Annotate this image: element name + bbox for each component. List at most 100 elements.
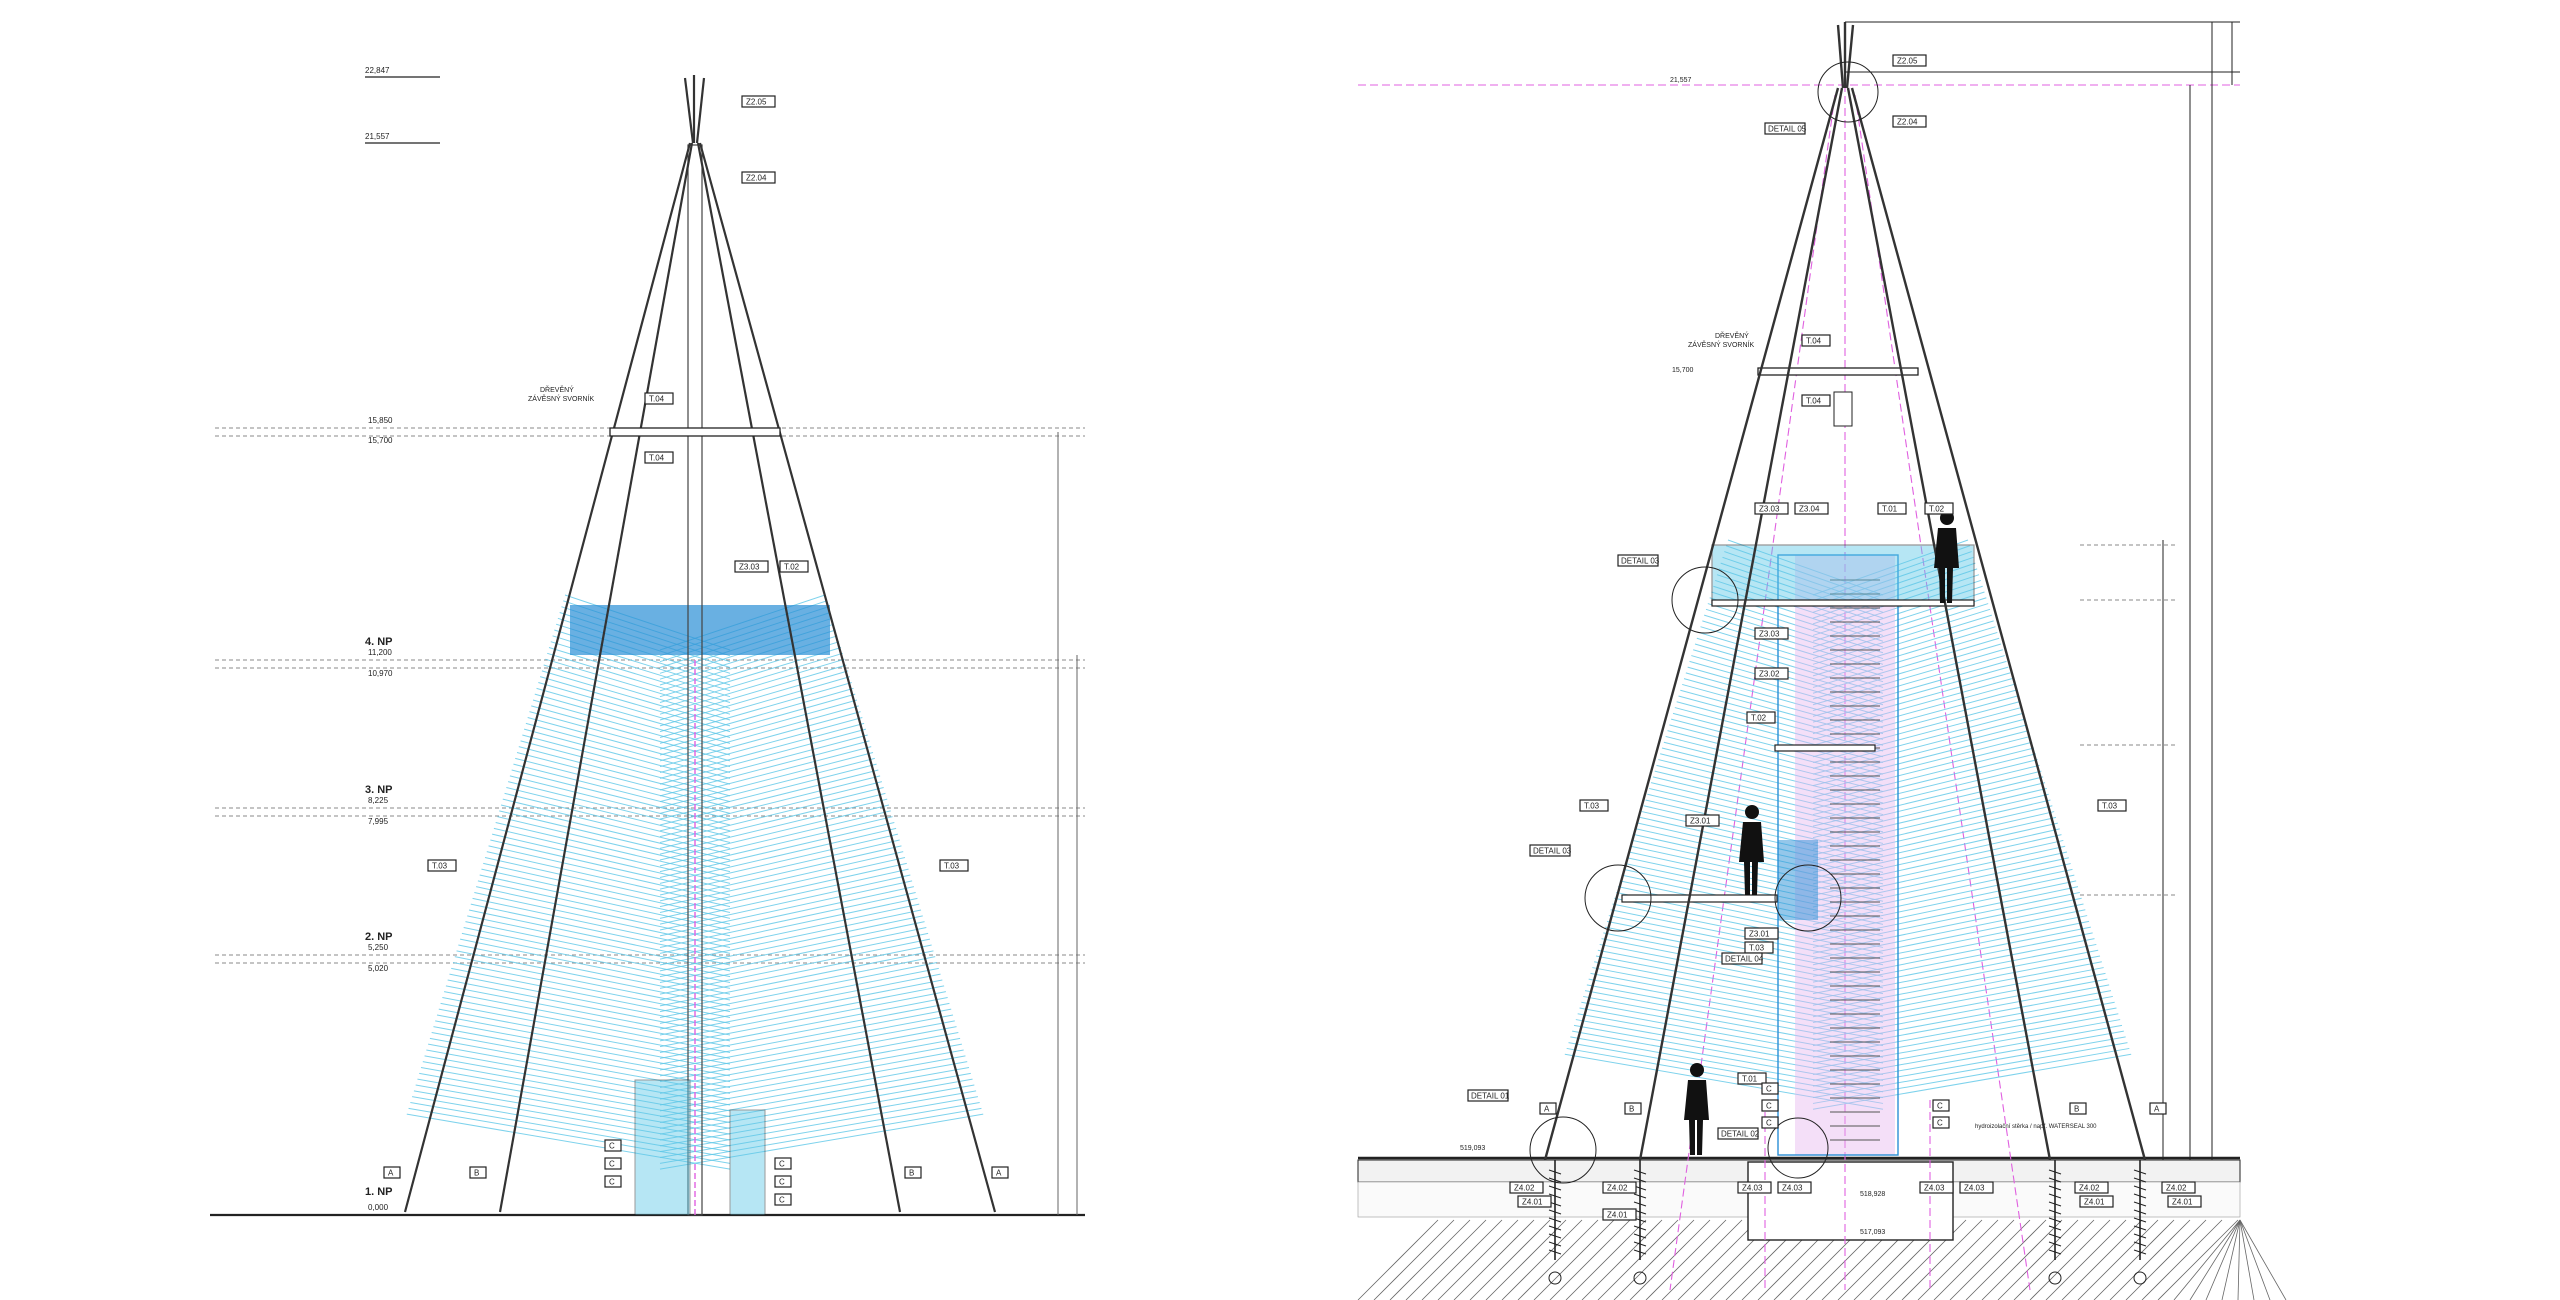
callout-tag: C [774,1193,792,1206]
callout-tag: Z4.01 [1517,1195,1552,1208]
callout-tag: Z4.01 [2167,1195,2202,1208]
level-elev: 5,020 [368,964,389,973]
callout-tag: Z4.02 [2074,1181,2109,1194]
callout-tag: B [469,1166,487,1179]
svg-text:Z4.01: Z4.01 [1522,1198,1543,1207]
hanging-clamp-beam [1757,367,1919,376]
svg-text:T.02: T.02 [1751,714,1767,723]
svg-text:Z4.02: Z4.02 [2166,1184,2187,1193]
level-name: 4. NP [365,636,393,648]
svg-text:T.03: T.03 [1584,802,1600,811]
clamp-note: ZÁVĚSNÝ SVORNÍK [528,394,594,403]
callout-tag: A [991,1166,1009,1179]
svg-text:B: B [474,1169,479,1178]
callout-tag: A [2149,1102,2167,1115]
callout-tag: Z2.04 [1892,115,1927,128]
svg-text:A: A [388,1169,394,1178]
screw-piles [1548,1160,2147,1285]
level-elev: 15,700 [1672,367,1694,374]
callout-tag: Z4.03 [1777,1181,1812,1194]
callout-tag: Z4.02 [1602,1181,1637,1194]
callout-tag: T.03 [2097,799,2127,812]
level-name: 2. NP [365,931,393,943]
svg-text:Z3.01: Z3.01 [1690,817,1711,826]
callout-tag: Z4.01 [1602,1208,1637,1221]
svg-text:T.02: T.02 [1929,505,1945,514]
callout-tag: Z3.03 [1754,627,1789,640]
callout-tag: T.01 [1737,1072,1767,1085]
svg-text:Z3.04: Z3.04 [1799,505,1820,514]
clamp-note: ZÁVĚSNÝ SVORNÍK [1688,340,1754,349]
callout-tag: Z2.04 [741,171,776,184]
svg-text:Z2.04: Z2.04 [1897,118,1918,127]
svg-text:Z2.04: Z2.04 [746,174,767,183]
svg-text:Z3.03: Z3.03 [739,563,760,572]
mid-landing [1774,744,1876,752]
clamp-note: DŘEVĚNÝ [1715,331,1749,340]
svg-text:C: C [609,1178,615,1187]
callout-tag: C [1932,1116,1950,1129]
foundation-block [1747,1161,1954,1241]
callout-tag: Z3.03 [734,560,769,573]
callout-tag: C [604,1175,622,1188]
callout-tag: Z4.03 [1959,1181,1994,1194]
svg-text:B: B [909,1169,914,1178]
svg-text:T.03: T.03 [1749,944,1765,953]
callout-tag: Z3.01 [1685,814,1720,827]
svg-text:C: C [1937,1102,1943,1111]
svg-text:C: C [609,1142,615,1151]
svg-text:C: C [609,1160,615,1169]
level-elev: 8,225 [368,796,389,805]
svg-text:C: C [1937,1119,1943,1128]
level-name: 1. NP [365,1186,393,1198]
callout-tag: Z3.02 [1754,667,1789,680]
callout-tag: Z4.01 [2079,1195,2114,1208]
callout-tag: C [774,1157,792,1170]
hanging-clamp-beam [609,427,781,437]
level-elev: 518,928 [1860,1191,1885,1198]
svg-text:Z4.03: Z4.03 [1782,1184,1803,1193]
callout-tag: Z2.05 [741,95,776,108]
callout-tag: Z4.02 [1509,1181,1544,1194]
svg-text:T.03: T.03 [944,862,960,871]
level-elev: 22,847 [365,66,390,75]
svg-text:DETAIL 01: DETAIL 01 [1471,1092,1510,1101]
callout-tag: Z3.04 [1794,502,1829,515]
svg-text:DETAIL 03: DETAIL 03 [1621,557,1660,566]
level-elev: 519,093 [1460,1145,1485,1152]
callout-tag: T.04 [644,392,674,405]
callout-tag: A [1539,1102,1557,1115]
svg-text:Z3.02: Z3.02 [1759,670,1780,679]
svg-text:T.01: T.01 [1882,505,1898,514]
callout-tag: T.02 [1924,502,1954,515]
callout-tag: T.04 [1801,334,1831,347]
svg-text:T.02: T.02 [784,563,800,572]
svg-text:Z4.03: Z4.03 [1924,1184,1945,1193]
svg-text:Z3.03: Z3.03 [1759,505,1780,514]
svg-text:Z2.05: Z2.05 [1897,57,1918,66]
callout-tag: C [774,1175,792,1188]
svg-text:Z3.01: Z3.01 [1749,930,1770,939]
svg-text:Z3.03: Z3.03 [1759,630,1780,639]
callout-tag: T.02 [1746,711,1776,724]
svg-text:C: C [1766,1119,1772,1128]
tepee-poles [1543,22,2147,1161]
level-elev: 15,850 [368,416,393,425]
svg-text:T.04: T.04 [1806,397,1822,406]
human-figures [1684,511,1959,1155]
callout-tag: T.03 [1579,799,1609,812]
detail-label: DETAIL 01 [1467,1089,1510,1102]
svg-text:DETAIL 02: DETAIL 02 [1721,1130,1760,1139]
svg-text:T.04: T.04 [1806,337,1822,346]
tepee-poles [403,75,997,1213]
person-silhouette [1684,1063,1709,1155]
callout-tag: Z4.03 [1919,1181,1954,1194]
level-elev: 5,250 [368,943,389,952]
callout-tag: T.02 [779,560,809,573]
svg-text:Z4.01: Z4.01 [2172,1198,2193,1207]
svg-text:C: C [779,1160,785,1169]
svg-text:Z4.01: Z4.01 [1607,1211,1628,1220]
callout-tag: Z4.02 [2161,1181,2196,1194]
top-deck [1711,544,1975,606]
